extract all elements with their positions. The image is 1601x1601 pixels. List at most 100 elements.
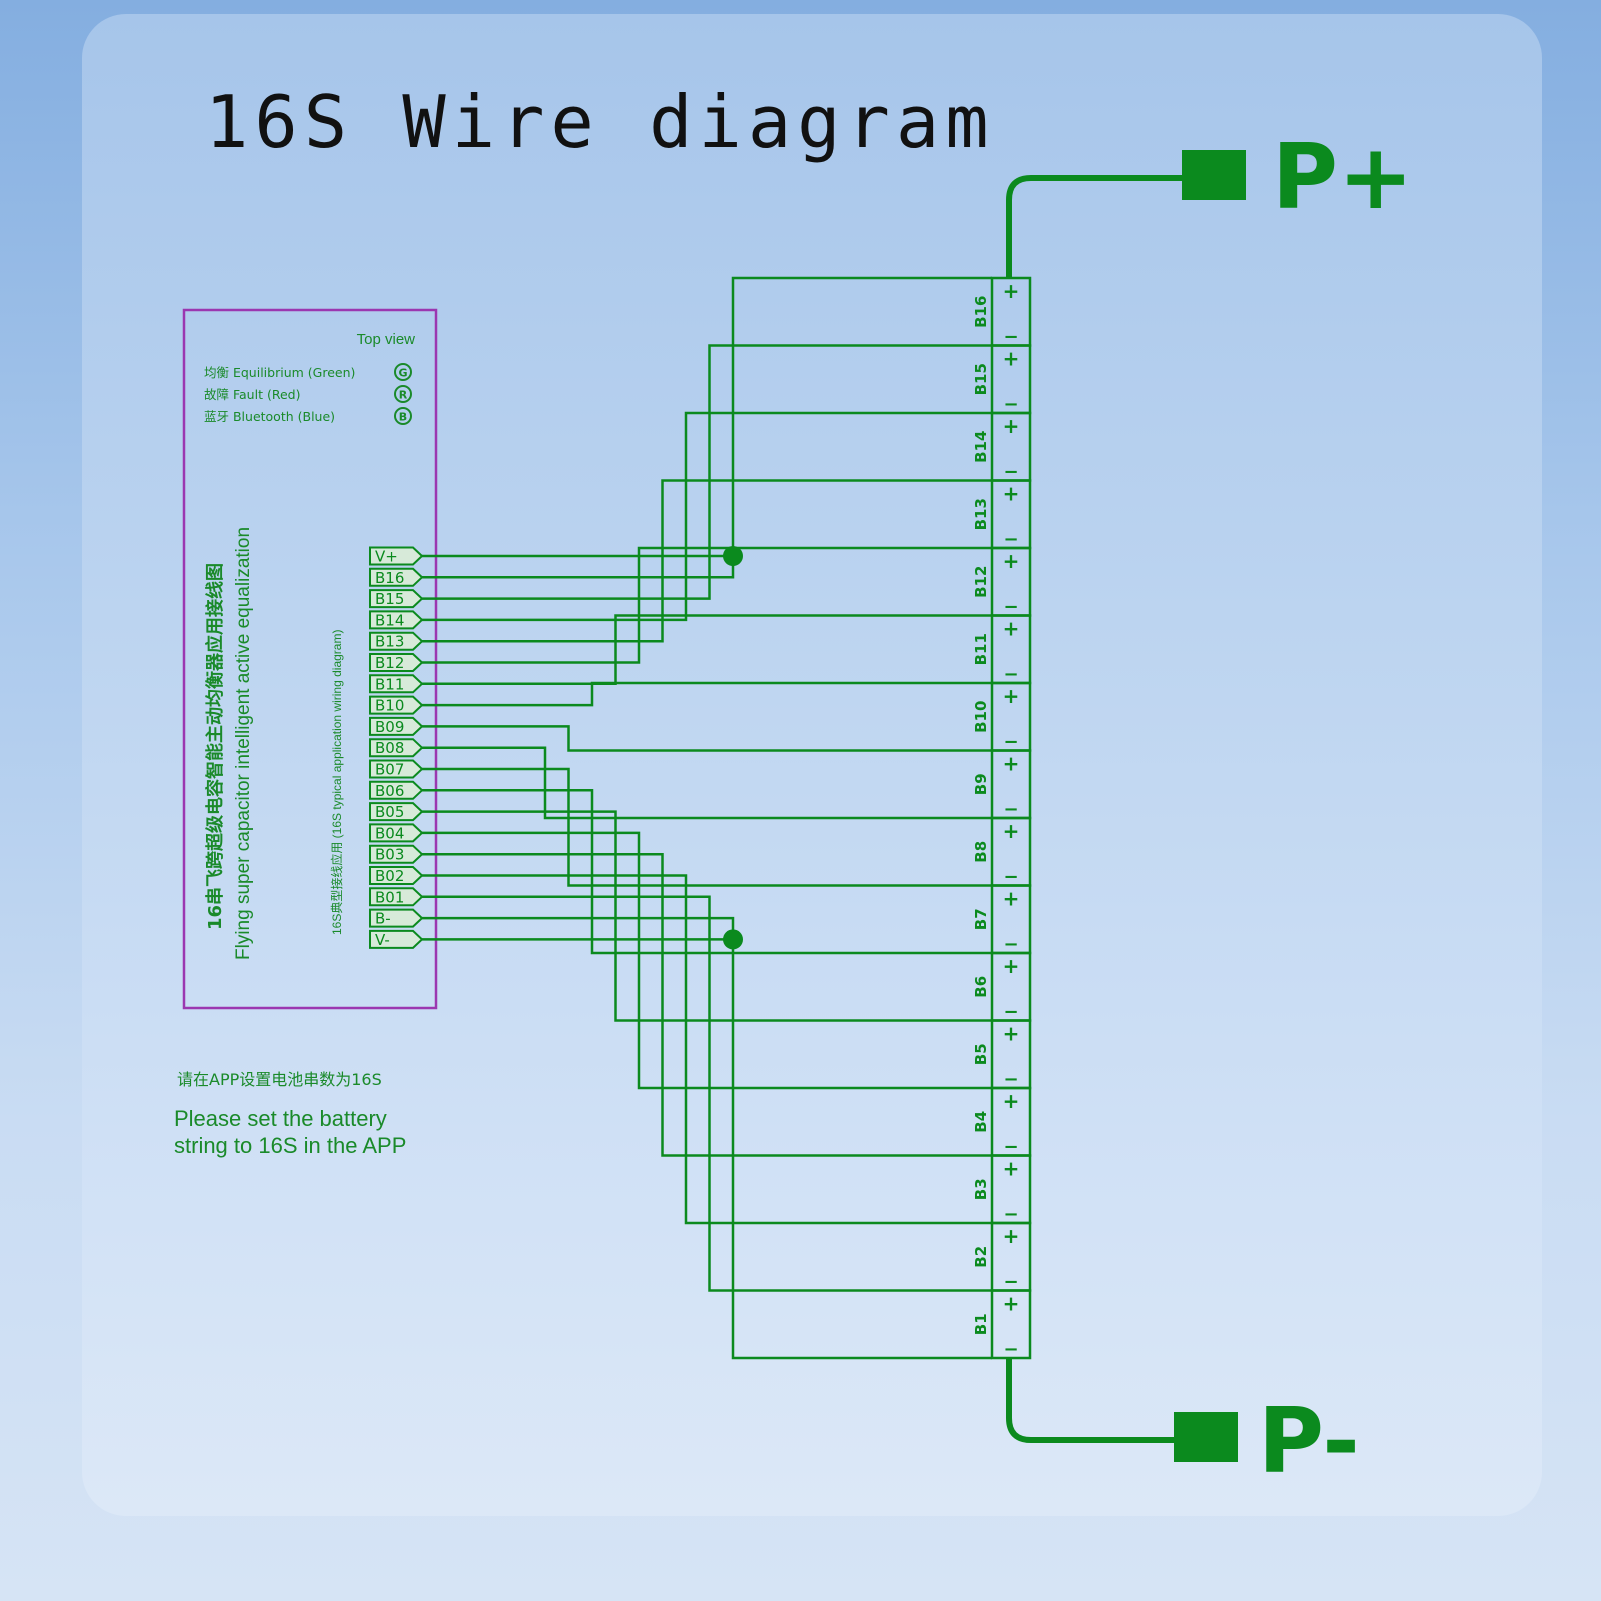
- battery-cell-stack: +−B16+−B15+−B14+−B13+−B12+−B11+−B10+−B9+…: [972, 276, 1032, 1360]
- cell-plus-sign: +: [1003, 617, 1020, 641]
- pin-label: B05: [375, 803, 404, 821]
- cell-minus-sign: −: [1003, 1204, 1018, 1225]
- wire-vminus: [422, 938, 992, 1360]
- pin-label: B11: [375, 675, 404, 693]
- cell-minus-sign: −: [1003, 394, 1018, 415]
- cell-label: B1: [972, 1313, 990, 1335]
- cell-plus-sign: +: [1003, 1089, 1020, 1113]
- cell-label: B4: [972, 1111, 990, 1133]
- pin-connector: [369, 738, 424, 758]
- cell-label: B16: [972, 296, 990, 328]
- module-pin-header: V+B16B15B14B13B12B11B10B09B08B07B06B05B0…: [369, 546, 424, 949]
- cell-plus-sign: +: [1003, 414, 1020, 438]
- cell-label: B5: [972, 1043, 990, 1065]
- module-subtitle: 16S典型接线应用 (16S typical application wirin…: [329, 630, 344, 935]
- pin-connector: [369, 759, 424, 779]
- pin-label: B15: [375, 590, 404, 608]
- pin-label: B04: [375, 824, 404, 842]
- pin-connector: [369, 866, 424, 885]
- cell-plus-sign: +: [1003, 887, 1020, 911]
- cell-plus-sign: +: [1003, 954, 1020, 978]
- balance-wire: [422, 767, 992, 887]
- cell-minus-sign: −: [1003, 732, 1018, 753]
- balance-wire: [422, 725, 992, 752]
- top-view-label: Top view: [357, 331, 416, 348]
- cell-label: B10: [972, 701, 990, 733]
- junction-dot: [723, 929, 743, 950]
- pin-label: B12: [375, 654, 404, 672]
- balance-wires: [422, 276, 992, 1360]
- led-legend-label: 蓝牙 Bluetooth (Blue): [204, 409, 335, 424]
- balance-wire: [422, 831, 992, 1090]
- pin-label: B-: [375, 910, 391, 928]
- pin-connector: [369, 674, 424, 694]
- balance-wire: [422, 895, 992, 1292]
- cell-label: B7: [972, 908, 990, 930]
- pin-connector: [369, 887, 424, 907]
- balance-wire: [422, 344, 992, 600]
- cell-label: B15: [972, 363, 990, 395]
- balance-wire: [422, 746, 992, 820]
- pin-label: V+: [375, 548, 398, 566]
- pin-connector: [369, 589, 424, 609]
- negative-terminal-label: P-: [1258, 1389, 1360, 1494]
- cell-minus-sign: −: [1003, 327, 1018, 348]
- led-indicator-code: G: [398, 367, 407, 380]
- balance-wire: [422, 681, 992, 707]
- led-indicator-code: R: [399, 389, 408, 402]
- pin-label: B03: [375, 846, 404, 864]
- cell-minus-sign: −: [1003, 1069, 1018, 1090]
- module-outline: [182, 308, 438, 1010]
- diagram-card: [82, 14, 1542, 1516]
- balance-wire: [422, 810, 992, 1022]
- cell-minus-sign: −: [1003, 529, 1018, 550]
- cell-label: B6: [972, 976, 990, 998]
- negative-terminal-block: [1174, 1412, 1238, 1462]
- pin-label: B01: [375, 888, 404, 906]
- pin-connector: [369, 929, 424, 949]
- cell-label: B8: [972, 841, 990, 863]
- cell-plus-sign: +: [1003, 752, 1020, 776]
- pin-label: B16: [375, 569, 404, 587]
- pin-label: B14: [375, 611, 404, 629]
- pin-connector: [369, 844, 424, 864]
- cell-plus-sign: +: [1003, 549, 1020, 573]
- led-legend-label: 均衡 Equilibrium (Green): [204, 365, 355, 380]
- cell-minus-sign: −: [1003, 1272, 1018, 1293]
- cell-label: B13: [972, 498, 990, 530]
- wire-vplus: [422, 276, 992, 558]
- cell-plus-sign: +: [1003, 1157, 1020, 1181]
- module-title-cn: 16串飞跨超级电容智能主动均衡器应用接线图: [204, 563, 226, 930]
- pin-connector: [369, 823, 424, 843]
- led-indicator-icon: [394, 407, 412, 425]
- pin-label: B13: [375, 633, 404, 651]
- pin-connector: [369, 567, 424, 587]
- pin-label: B08: [375, 739, 404, 757]
- positive-terminal-block: [1182, 150, 1246, 200]
- cell-label: B12: [972, 566, 990, 598]
- positive-lead: [1006, 175, 1185, 278]
- cell-minus-sign: −: [1003, 1137, 1018, 1158]
- cell-minus-sign: −: [1003, 867, 1018, 888]
- pin-label: B10: [375, 697, 404, 715]
- pin-connector: [369, 802, 424, 822]
- led-legend-label: 故障 Fault (Red): [204, 387, 300, 402]
- cell-minus-sign: −: [1003, 664, 1018, 685]
- negative-lead: [1006, 1358, 1178, 1443]
- cell-minus-sign: −: [1003, 934, 1018, 955]
- cell-plus-sign: +: [1003, 1224, 1020, 1248]
- cell-plus-sign: +: [1003, 482, 1020, 506]
- note-cn: 请在APP设置电池串数为16S: [177, 1070, 382, 1089]
- cell-label: B11: [972, 633, 990, 665]
- balance-wire: [422, 852, 992, 1157]
- note-en-line2: string to 16S in the APP: [174, 1133, 406, 1158]
- pin-connector: [369, 716, 424, 736]
- pin-connector: [369, 610, 424, 630]
- cell-minus-sign: −: [1003, 462, 1018, 483]
- page-title: 16S Wire diagram: [205, 80, 995, 164]
- cell-label: B14: [972, 431, 990, 463]
- balance-wire: [422, 614, 992, 686]
- junction-dot: [723, 546, 743, 566]
- pin-connector: [369, 653, 424, 672]
- cell-plus-sign: +: [1003, 279, 1020, 303]
